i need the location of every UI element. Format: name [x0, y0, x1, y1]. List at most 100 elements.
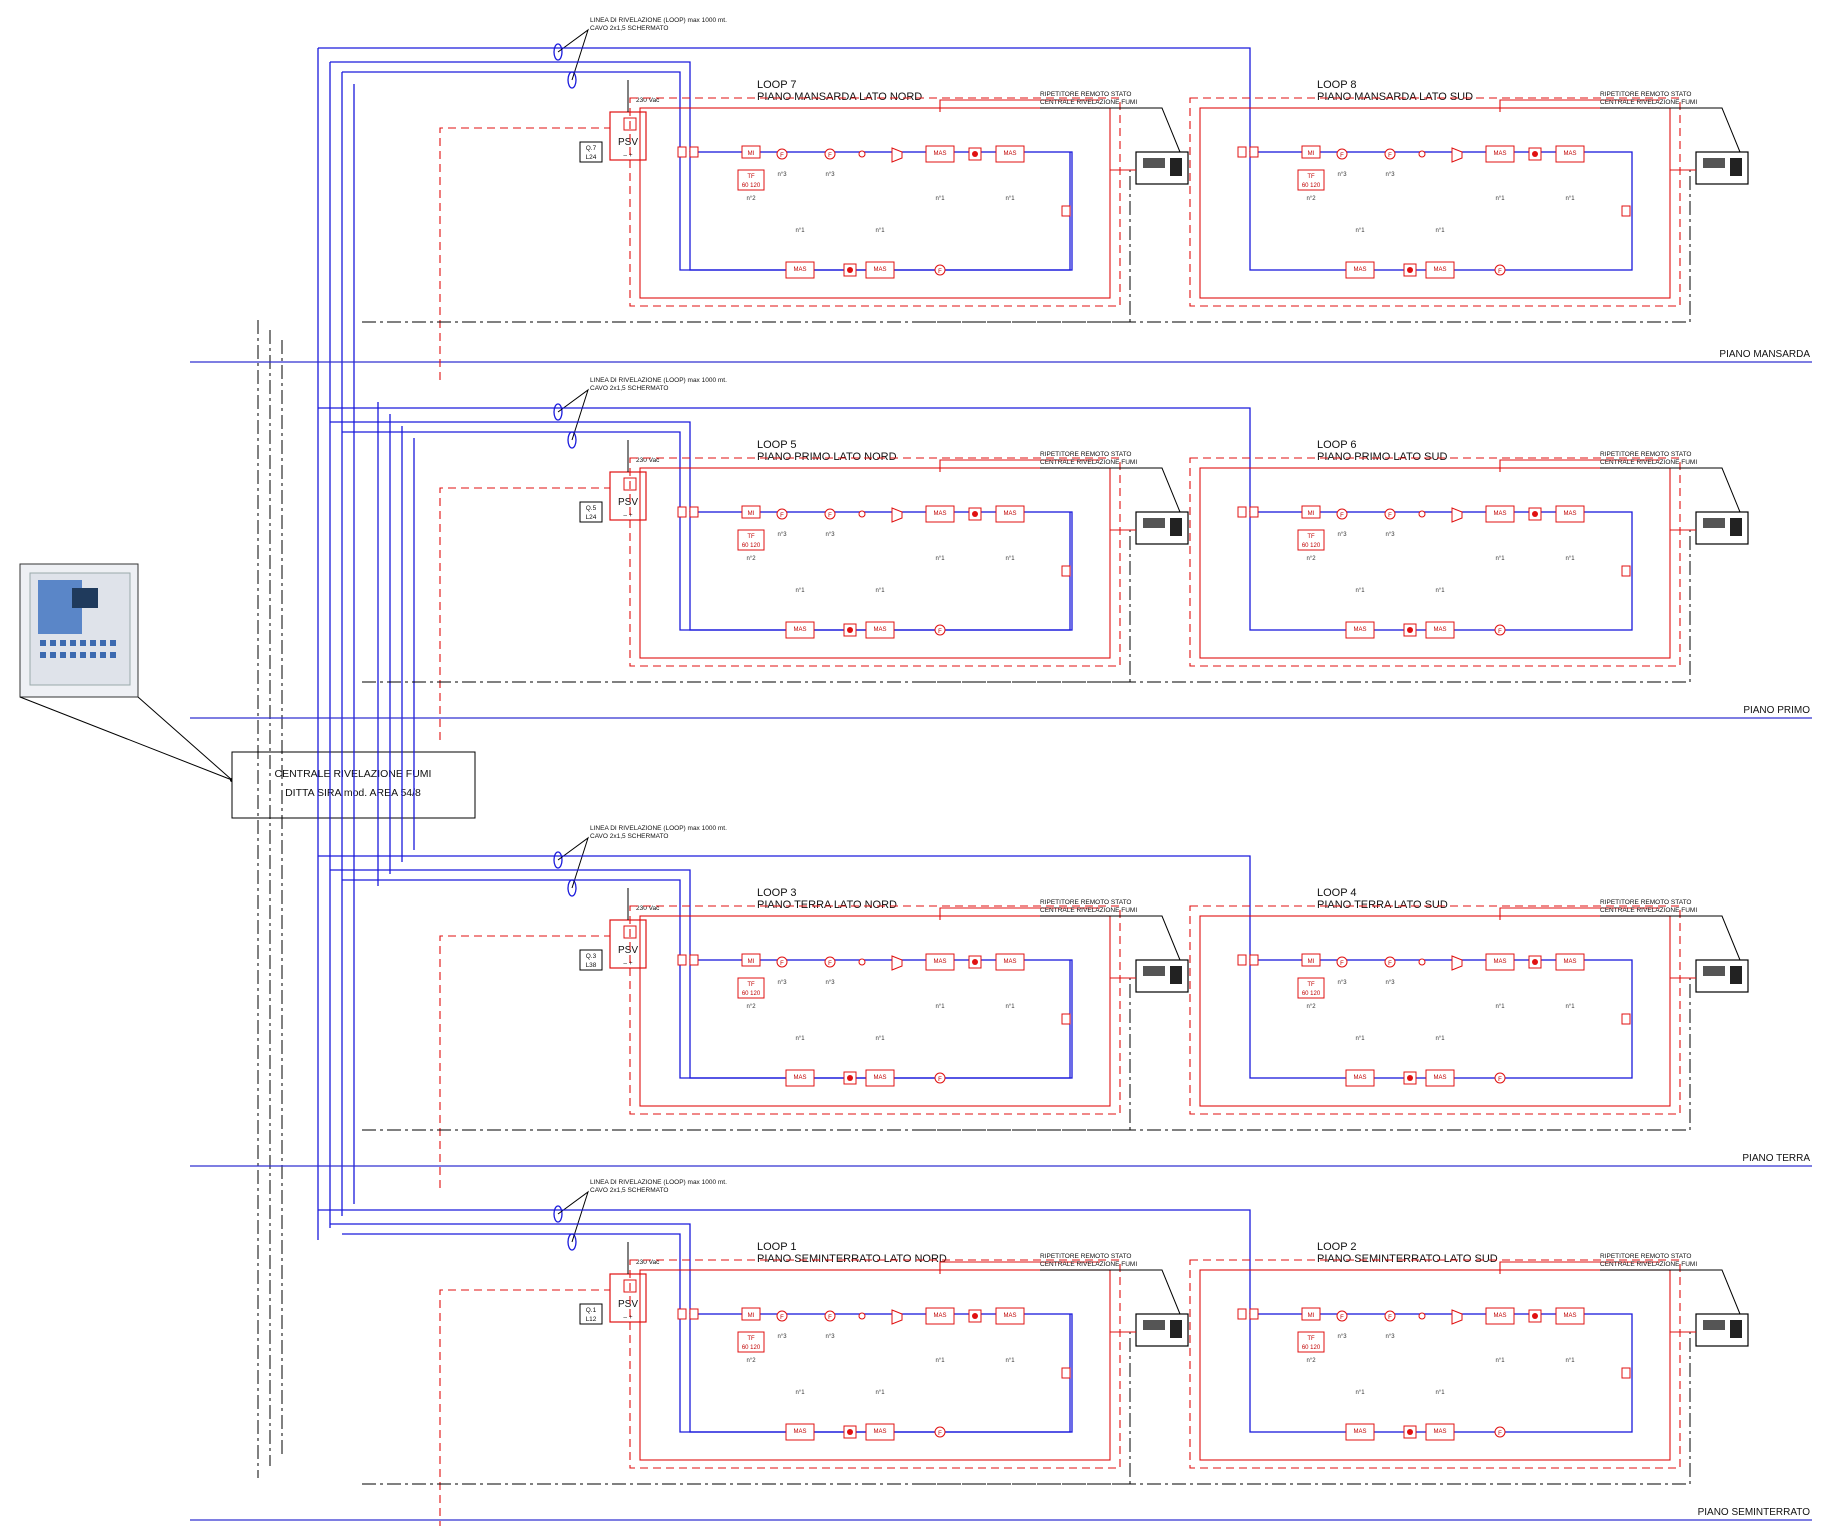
mas-label: MAS: [793, 267, 806, 273]
repeater-label: CENTRALE RIVELAZIONE FUMI: [1040, 1261, 1137, 1268]
terminal-block: [1061, 1367, 1071, 1379]
terminal-block: [1061, 565, 1071, 577]
mas-label: MAS: [1003, 511, 1016, 517]
count-label: n°1: [1565, 1358, 1575, 1364]
mas-module: [1425, 1069, 1455, 1087]
smoke-detector-icon: [934, 1072, 946, 1084]
loop-route: [318, 1209, 1251, 1314]
mas-label: MAS: [1433, 1429, 1446, 1435]
bus-line: [922, 170, 1691, 323]
count-label: n°3: [777, 172, 787, 178]
terminal-block: [1621, 1367, 1631, 1379]
terminal-block: [1249, 506, 1259, 518]
power-circuit: [1199, 467, 1671, 659]
psv-label: PSV: [618, 137, 638, 148]
tf-module: [737, 1331, 765, 1353]
power-circuit: [639, 467, 1111, 659]
loop-route: [330, 421, 691, 512]
mas-label: MAS: [793, 627, 806, 633]
psv-tag: [579, 141, 603, 163]
repeater-leader: [1600, 915, 1741, 961]
mas-module: [1425, 621, 1455, 639]
repeater-display: [1703, 518, 1725, 528]
smoke-detector-icon: [824, 956, 836, 968]
psv-tag: [579, 1303, 603, 1325]
count-label: n°3: [825, 980, 835, 986]
count-label: n°3: [777, 532, 787, 538]
bus-line: [922, 1332, 1691, 1485]
repeater-label: RIPETITORE REMOTO STATO: [1600, 1253, 1692, 1260]
power-branch: [1499, 1261, 1660, 1274]
alarm-button-dot: [847, 267, 853, 273]
repeater-label: RIPETITORE REMOTO STATO: [1600, 899, 1692, 906]
count-label: n°1: [935, 196, 945, 202]
loop-title: LOOP 4: [1317, 887, 1357, 899]
mas-module: [865, 621, 895, 639]
tf-label: TF: [747, 534, 755, 540]
mas-module: [925, 1307, 955, 1325]
alarm-button-dot: [972, 151, 978, 157]
mas-module: [1345, 261, 1375, 279]
detector-label: F: [828, 153, 832, 159]
mas-module: [1555, 1307, 1585, 1325]
smoke-detector-icon: [776, 148, 788, 160]
input-module: [1301, 1307, 1321, 1321]
terminal-block: [1237, 1308, 1247, 1320]
psv-tag-top: Q.3: [586, 953, 597, 960]
count-label: n°2: [1306, 1004, 1316, 1010]
psv-dashed-feed: [439, 487, 610, 740]
tf-label: 60 120: [742, 543, 761, 549]
bus-line: [362, 530, 1131, 683]
repeater-label: CENTRALE RIVELAZIONE FUMI: [1040, 99, 1137, 106]
input-module: [1301, 145, 1321, 159]
repeater-keypad: [1730, 966, 1742, 984]
loop-route: [330, 61, 691, 152]
terminal-block: [1237, 506, 1247, 518]
psv-polarity: – +: [623, 512, 632, 519]
psv-dashed-feed: [439, 1289, 610, 1526]
count-label: n°1: [1565, 556, 1575, 562]
tf-module: [1297, 169, 1325, 191]
count-label: n°3: [777, 980, 787, 986]
mas-label: MAS: [933, 959, 946, 965]
psv-tag: [579, 949, 603, 971]
smoke-detector-icon: [1384, 1310, 1396, 1322]
mas-label: MAS: [793, 1075, 806, 1081]
mas-module: [995, 505, 1025, 523]
alarm-button-dot: [1532, 151, 1538, 157]
smoke-detector-icon: [824, 508, 836, 520]
mas-module: [1485, 505, 1515, 523]
mas-module: [1555, 145, 1585, 163]
count-label: n°1: [935, 1358, 945, 1364]
mas-label: MAS: [1003, 151, 1016, 157]
repeater-leader: [1600, 107, 1741, 153]
alarm-button-dot: [847, 627, 853, 633]
mas-module: [1425, 261, 1455, 279]
repeater-display: [1703, 966, 1725, 976]
cable-label: CAVO 2x1,5 SCHERMATO: [590, 1187, 668, 1194]
module-label: MI: [748, 1313, 755, 1319]
count-label: n°1: [1355, 588, 1365, 594]
mas-label: MAS: [1353, 267, 1366, 273]
mas-label: MAS: [873, 1075, 886, 1081]
mas-module: [865, 1069, 895, 1087]
power-branch: [939, 1261, 1100, 1274]
repeater-leader: [1040, 467, 1181, 513]
repeater-leader: [1600, 1269, 1741, 1315]
psv-tag-top: Q.7: [586, 145, 597, 152]
psv-dashed-feed: [439, 127, 610, 380]
input-module: [1301, 953, 1321, 967]
smoke-detector-icon: [776, 956, 788, 968]
terminal-block: [689, 146, 699, 158]
psv-voltage: 230 Vac: [636, 1259, 660, 1266]
mas-label: MAS: [933, 511, 946, 517]
sounder-icon: [1451, 1309, 1463, 1325]
tf-label: 60 120: [1302, 183, 1321, 189]
terminal-block: [689, 506, 699, 518]
tf-label: 60 120: [742, 183, 761, 189]
count-label: n°2: [746, 196, 756, 202]
mas-label: MAS: [1493, 151, 1506, 157]
floor-name: PIANO MANSARDA: [1719, 349, 1810, 360]
cable-label: LINEA DI RIVELAZIONE (LOOP) max 1000 mt.: [590, 17, 727, 24]
